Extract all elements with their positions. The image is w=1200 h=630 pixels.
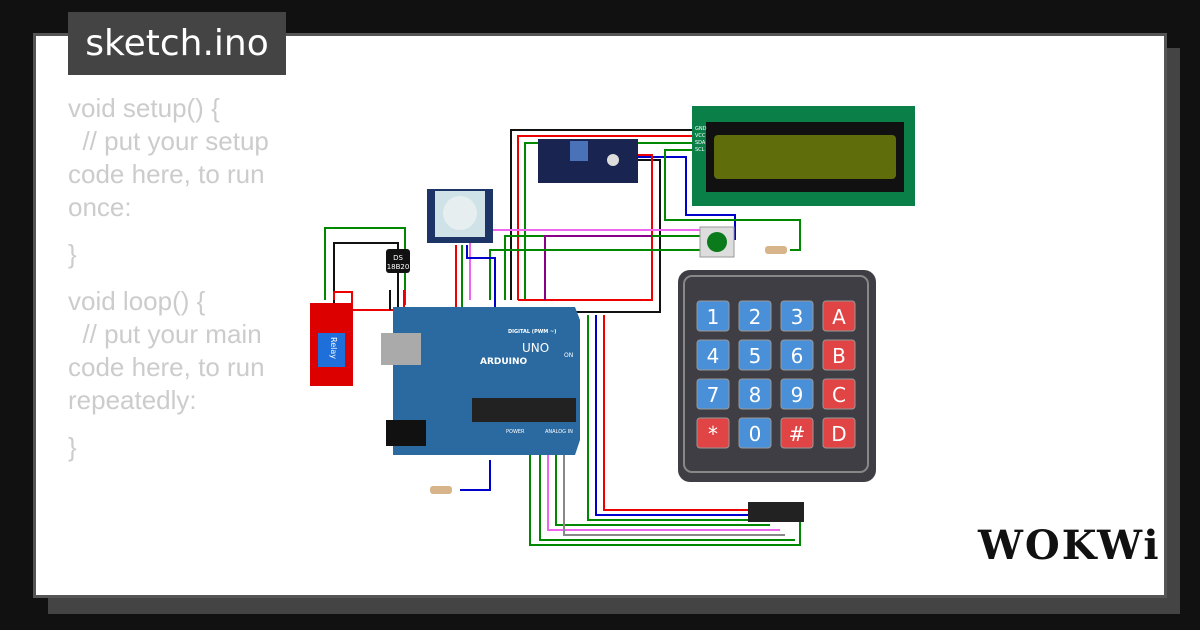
arduino-brand: ARDUINO xyxy=(480,357,528,367)
key-label: B xyxy=(832,344,846,368)
key-label: D xyxy=(831,422,846,446)
keypad-key[interactable]: 5 xyxy=(738,339,772,371)
arduino-model: UNO xyxy=(522,341,549,355)
resistor xyxy=(765,246,787,254)
sensor-label: DS xyxy=(393,254,403,262)
key-label: A xyxy=(832,305,846,329)
push-button[interactable] xyxy=(699,226,735,258)
code-line: void loop() { xyxy=(68,286,206,316)
key-label: * xyxy=(708,422,718,446)
key-label: C xyxy=(832,383,846,407)
key-label: 7 xyxy=(707,383,720,407)
keypad-key[interactable]: 2 xyxy=(738,300,772,332)
keypad-key[interactable]: D xyxy=(822,417,856,449)
code-line: // put your setup code here, to run once… xyxy=(68,126,277,222)
digital-label: DIGITAL (PWM ~) xyxy=(508,329,556,335)
sensor-label: 18B20 xyxy=(387,263,410,271)
key-label: 8 xyxy=(749,383,762,407)
lcd-pin-label: VCC xyxy=(695,133,706,139)
relay-module: Relay xyxy=(310,303,353,386)
analog-label: ANALOG IN xyxy=(545,429,573,435)
key-label: # xyxy=(789,422,806,446)
key-label: 1 xyxy=(707,305,720,329)
ds18b20-temperature-sensor: DS 18B20 xyxy=(386,249,410,273)
keypad-key[interactable]: 1 xyxy=(696,300,730,332)
keypad-key[interactable]: 4 xyxy=(696,339,730,371)
key-label: 2 xyxy=(749,305,762,329)
lcd-display: GND VCC SDA SCL xyxy=(692,106,915,206)
keypad-key[interactable]: A xyxy=(822,300,856,332)
keypad-key[interactable]: B xyxy=(822,339,856,371)
lcd-pin-label: GND xyxy=(695,126,707,132)
key-label: 9 xyxy=(791,383,804,407)
power-label: POWER xyxy=(506,429,525,435)
on-label: ON xyxy=(564,352,573,359)
lcd-pin-label: SDA xyxy=(695,140,706,146)
keypad-key[interactable]: 8 xyxy=(738,378,772,410)
relay-label: Relay xyxy=(329,337,338,359)
resistor xyxy=(430,486,452,494)
key-label: 5 xyxy=(749,344,762,368)
key-label: 4 xyxy=(707,344,720,368)
light-sensor-module xyxy=(538,139,638,183)
key-label: 6 xyxy=(791,344,804,368)
keypad-key[interactable]: * xyxy=(696,417,730,449)
code-line: void setup() { xyxy=(68,93,220,123)
key-label: 3 xyxy=(791,305,804,329)
keypad-key[interactable]: 9 xyxy=(780,378,814,410)
pir-motion-sensor xyxy=(427,189,493,243)
key-label: 0 xyxy=(749,422,762,446)
keypad-4x4: 1 2 3 A 4 5 6 B 7 8 9 C * 0 # D xyxy=(678,270,876,522)
sketch-title: sketch.ino xyxy=(68,12,286,75)
preview-card xyxy=(33,33,1167,598)
lcd-pin-label: SCL xyxy=(695,147,705,153)
code-line: } xyxy=(68,432,77,462)
keypad-key[interactable]: 0 xyxy=(738,417,772,449)
keypad-key[interactable]: 3 xyxy=(780,300,814,332)
wokwi-logo: WOKWi xyxy=(978,522,1161,569)
code-line: } xyxy=(68,239,77,269)
keypad-key[interactable]: C xyxy=(822,378,856,410)
arduino-uno: ARDUINO UNO DIGITAL (PWM ~) POWER ANALOG… xyxy=(381,307,580,455)
keypad-key[interactable]: 6 xyxy=(780,339,814,371)
code-line: // put your main code here, to run repea… xyxy=(68,319,272,415)
keypad-key[interactable]: 7 xyxy=(696,378,730,410)
keypad-key[interactable]: # xyxy=(780,417,814,449)
code-background: void setup() { // put your setup code he… xyxy=(68,92,300,464)
